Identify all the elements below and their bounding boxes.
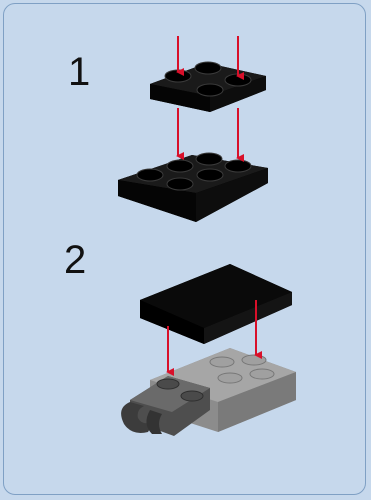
step1-bottom-plate xyxy=(118,153,268,222)
step1-top-plate xyxy=(150,62,266,112)
step2-black-tile xyxy=(140,264,292,344)
step2-gray-base xyxy=(121,348,296,436)
